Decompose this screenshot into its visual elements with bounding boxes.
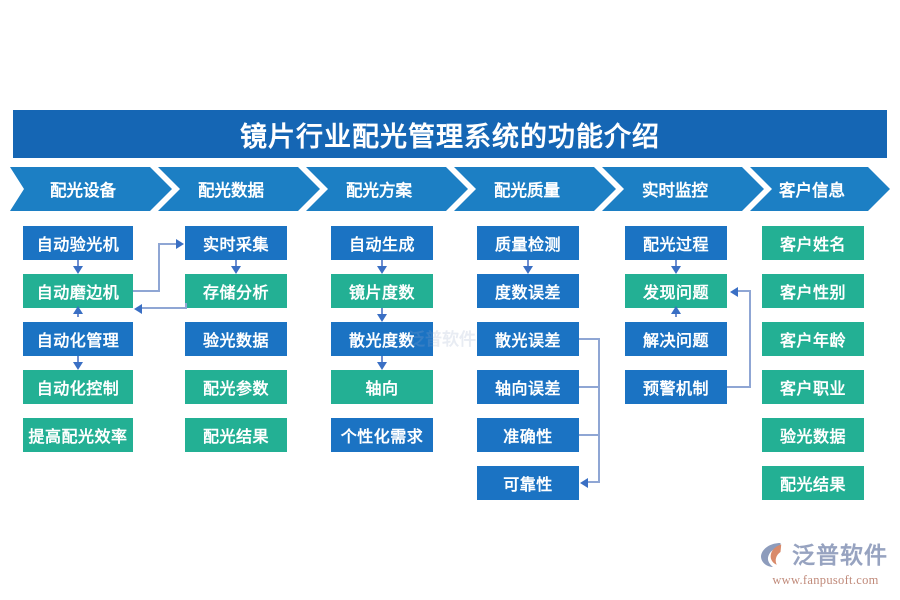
node-yujing-jizhi[interactable]: 预警机制 — [625, 370, 727, 404]
node-kehu-xingming[interactable]: 客户姓名 — [762, 226, 864, 260]
chevron-kehu-xinxi[interactable]: 客户信息 — [750, 167, 890, 211]
connector-fenxi-to-mobianji-h — [142, 307, 186, 309]
node-yanguang-shuju-2[interactable]: 验光数据 — [762, 418, 864, 452]
arrowhead-c5-1-2 — [671, 266, 681, 274]
node-yanguang-shuju[interactable]: 验光数据 — [185, 322, 287, 356]
arrowhead-c1-3-2 — [73, 306, 83, 314]
arrowhead-c1-3-4 — [73, 362, 83, 370]
connector-mobianji-to-caiji-v — [158, 243, 160, 292]
connector-c3-2-3 — [381, 308, 383, 317]
connector-yujing-to-faxian-h2 — [738, 290, 750, 292]
node-gexinghua-xuqiu[interactable]: 个性化需求 — [331, 418, 433, 452]
connector-c3-1-2 — [381, 260, 383, 269]
node-peiguang-guocheng[interactable]: 配光过程 — [625, 226, 727, 260]
logo-url: www.fanpusoft.com — [772, 573, 879, 587]
connector-c1-3-4 — [77, 356, 79, 365]
node-kehu-xingbie[interactable]: 客户性别 — [762, 274, 864, 308]
chevron-peiguang-shuju[interactable]: 配光数据 — [158, 167, 320, 211]
node-sanguang-wucha[interactable]: 散光误差 — [477, 322, 579, 356]
node-zidong-shengcheng[interactable]: 自动生成 — [331, 226, 433, 260]
arrowhead-c3-1-2 — [377, 266, 387, 274]
arrowhead-c1-1-2 — [73, 266, 83, 274]
node-jiejue-wenti[interactable]: 解决问题 — [625, 322, 727, 356]
node-peiguang-jieguo-2[interactable]: 配光结果 — [762, 466, 864, 500]
node-zhouxiang[interactable]: 轴向 — [331, 370, 433, 404]
connector-mobianji-to-caiji-h1 — [133, 290, 160, 292]
node-kehu-zhiye[interactable]: 客户职业 — [762, 370, 864, 404]
fanpu-logo-icon — [761, 543, 782, 567]
arrowhead-faxian-wenti — [730, 287, 738, 297]
chevron-peiguang-zhiliang[interactable]: 配光质量 — [454, 167, 616, 211]
arrowhead-caiji — [176, 239, 184, 249]
connector-fenxi-to-mobianji-v — [185, 303, 187, 309]
node-dushu-wucha[interactable]: 度数误差 — [477, 274, 579, 308]
connector-quality-bus-vertical — [598, 338, 600, 482]
arrowhead-c2-1-2 — [231, 266, 241, 274]
connector-c5-1-2 — [675, 260, 677, 269]
node-zidong-yanguangji[interactable]: 自动验光机 — [23, 226, 133, 260]
node-zidonghua-kongzhi[interactable]: 自动化控制 — [23, 370, 133, 404]
connector-c3-3-4 — [381, 356, 383, 365]
arrowhead-c3-3-4 — [377, 362, 387, 370]
arrowhead-c4-1-2 — [523, 266, 533, 274]
connector-yujing-to-faxian-v — [749, 290, 751, 388]
node-kekaoxing[interactable]: 可靠性 — [477, 466, 579, 500]
node-zhouxiang-wucha[interactable]: 轴向误差 — [477, 370, 579, 404]
page-title: 镜片行业配光管理系统的功能介绍 — [13, 110, 887, 158]
connector-c2-1-2 — [235, 260, 237, 269]
connector-bus-to-kekaoxing — [588, 481, 600, 483]
node-zhunquexing[interactable]: 准确性 — [477, 418, 579, 452]
node-sanguang-dushu[interactable]: 散光度数 — [331, 322, 433, 356]
node-jingpian-dushu[interactable]: 镜片度数 — [331, 274, 433, 308]
connector-yujing-to-faxian-h1 — [727, 386, 751, 388]
node-zhiliang-jiance[interactable]: 质量检测 — [477, 226, 579, 260]
brand-logo: 泛普软件 www.fanpusoft.com — [758, 540, 893, 590]
connector-c1-1-2 — [77, 260, 79, 269]
arrowhead-c5-3-2 — [671, 306, 681, 314]
arrowhead-mobianji — [134, 304, 142, 314]
node-tigao-peiguang-xiaolv[interactable]: 提高配光效率 — [23, 418, 133, 452]
node-shishi-caiji[interactable]: 实时采集 — [185, 226, 287, 260]
logo-text: 泛普软件 — [792, 541, 888, 568]
node-peiguang-jieguo[interactable]: 配光结果 — [185, 418, 287, 452]
node-zidonghua-guanli[interactable]: 自动化管理 — [23, 322, 133, 356]
node-kehu-nianling[interactable]: 客户年龄 — [762, 322, 864, 356]
arrowhead-kekaoxing — [580, 478, 588, 488]
category-chevron-strip: 配光设备 配光数据 配光方案 配光质量 实时监控 客户信息 — [10, 167, 890, 211]
connector-zhunquexing-bus — [579, 434, 600, 436]
node-cunchu-fenxi[interactable]: 存储分析 — [185, 274, 287, 308]
node-zidong-mobianji[interactable]: 自动磨边机 — [23, 274, 133, 308]
connector-mobianji-to-caiji-h2 — [158, 243, 178, 245]
chevron-peiguang-fangan[interactable]: 配光方案 — [306, 167, 468, 211]
connector-c4-1-2 — [527, 260, 529, 269]
node-peiguang-canshu[interactable]: 配光参数 — [185, 370, 287, 404]
connector-zhouxiangwucha-bus — [579, 386, 600, 388]
chevron-peiguang-shebei[interactable]: 配光设备 — [10, 167, 172, 211]
node-faxian-wenti[interactable]: 发现问题 — [625, 274, 727, 308]
arrowhead-c3-2-3 — [377, 314, 387, 322]
chevron-shishi-jiankong[interactable]: 实时监控 — [602, 167, 764, 211]
connector-sanguangwucha-bus — [579, 338, 600, 340]
